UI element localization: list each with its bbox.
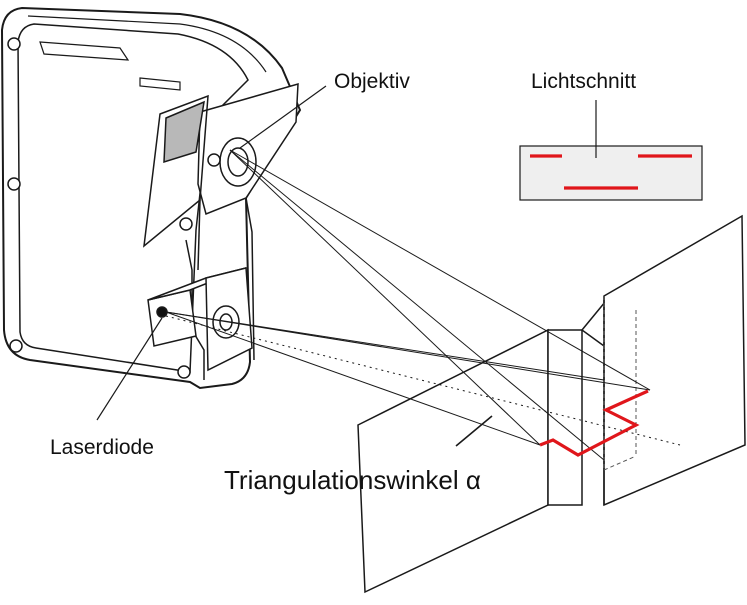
lichtschnitt-panel: [519, 145, 703, 201]
screw-icon: [7, 37, 21, 51]
objective-lens-inner: [227, 147, 249, 177]
laser-diode-module: [147, 267, 253, 372]
laserdiode-label: Laserdiode: [50, 436, 154, 459]
optical-axis: [165, 315, 681, 446]
housing-rim: [27, 15, 267, 73]
annotations: [96, 85, 493, 447]
workpiece-upper-surface: [603, 214, 746, 507]
housing-inner-outline: [17, 23, 249, 373]
laser-ray: [165, 311, 541, 446]
lens-window: [163, 100, 205, 164]
objektiv-label: Objektiv: [334, 70, 410, 93]
objektiv-leader: [239, 85, 327, 149]
lichtschnitt-label: Lichtschnitt: [531, 70, 636, 93]
camera-ray: [229, 149, 605, 461]
screw-icon: [177, 365, 191, 379]
triangulation-leader: [455, 415, 493, 447]
triangulation-label: Triangulationswinkel α: [224, 465, 481, 495]
camera-ray: [229, 149, 651, 391]
screw-icon: [179, 217, 193, 231]
laser-ray: [165, 311, 605, 381]
housing-side-face: [245, 197, 255, 361]
screw-icon: [7, 177, 21, 191]
workpiece: [357, 214, 746, 594]
light-rays: [165, 149, 681, 461]
lichtschnitt-inset: Lichtschnitt: [519, 70, 703, 201]
sensor-housing: [0, 6, 302, 390]
camera-ray: [229, 149, 541, 446]
lens-mount: [143, 82, 299, 248]
screw-icon: [9, 339, 23, 353]
laser-diode-icon: [156, 306, 168, 318]
lens-screw-icon: [207, 153, 221, 167]
workpiece-step-front: [547, 329, 583, 506]
laser-line-profile: [539, 389, 649, 457]
connector-strip: [139, 77, 181, 91]
housing-outer-outline: [0, 6, 302, 390]
laserdiode-leader: [96, 317, 163, 421]
connector-slot: [39, 41, 130, 61]
housing-screws: [7, 37, 193, 379]
